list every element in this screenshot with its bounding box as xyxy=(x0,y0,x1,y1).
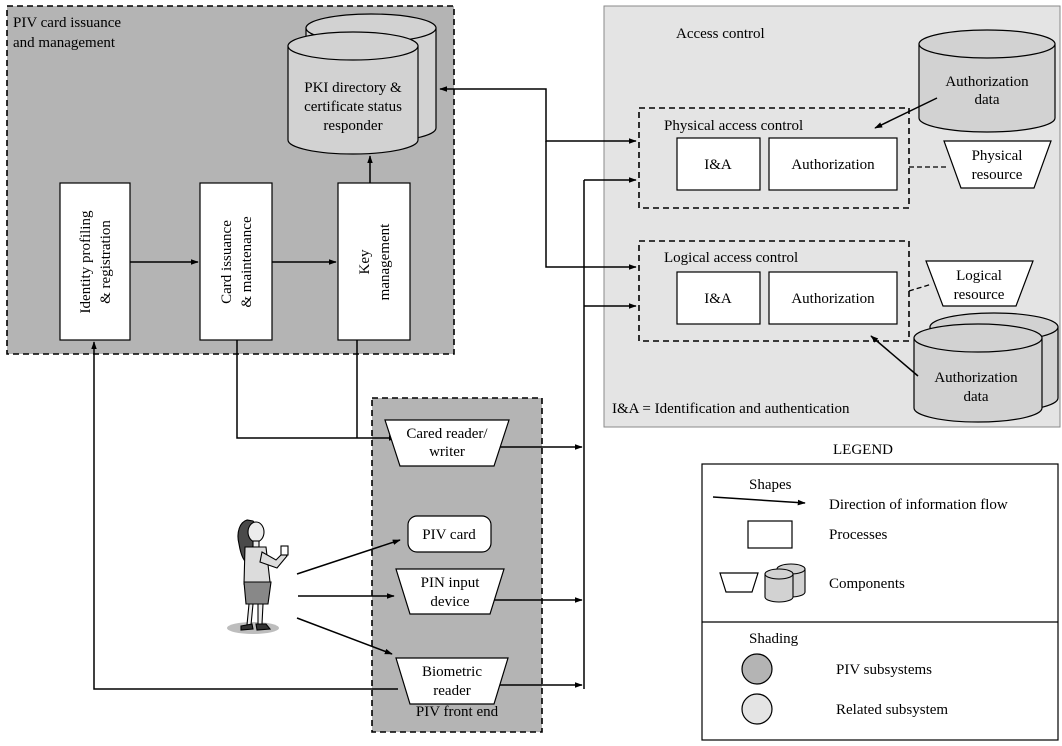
logical-ia-process xyxy=(676,271,761,325)
pki-label-2: certificate status xyxy=(304,99,402,115)
user-figure-icon xyxy=(227,519,289,634)
auth-data-to-physical xyxy=(874,97,938,129)
logical-authorization-label: Authorization xyxy=(791,291,875,307)
piv-front-end-title: PIV front end xyxy=(416,704,499,720)
reader-label-1: Cared reader/ xyxy=(406,426,488,442)
auth-data-top-label-1: Authorization xyxy=(945,74,1029,90)
bio-label-2: reader xyxy=(433,683,470,699)
legend-processes-label: Processes xyxy=(829,527,887,543)
biometric-reader-component: Biometric reader xyxy=(395,657,509,705)
identity-label-1: Identity profiling xyxy=(78,210,94,313)
user-to-piv-card xyxy=(296,539,401,575)
physical-resource-label-2: resource xyxy=(972,167,1023,183)
pki-label-1: PKI directory & xyxy=(304,80,402,96)
card-reader-writer-component: Cared reader/ writer xyxy=(384,419,510,467)
logical-access-control-title: Logical access control xyxy=(664,250,798,266)
biometric-to-identity xyxy=(91,341,398,690)
key-management-process: Key management xyxy=(337,182,411,341)
piv-card-label: PIV card xyxy=(422,527,476,543)
key-label-2: management xyxy=(377,223,393,300)
legend-related-subsystem-label: Related subsystem xyxy=(836,702,948,718)
physical-resource-label-1: Physical xyxy=(972,148,1023,164)
bio-label-1: Biometric xyxy=(422,664,482,680)
piv-card-issuance-title-2: and management xyxy=(13,35,116,51)
authorization-data-bottom-component: Authorization data xyxy=(913,312,1059,423)
pki-to-access-connector xyxy=(439,86,637,144)
user-to-biometric xyxy=(296,617,393,655)
legend-components-icon xyxy=(719,563,806,603)
logical-resource-component: Logical resource xyxy=(925,260,1034,307)
auth-data-to-logical xyxy=(870,335,919,377)
auth-data-bottom-label-2: data xyxy=(964,389,989,405)
card-issuance-label-1: Card issuance xyxy=(219,220,235,304)
physical-ia-label: I&A xyxy=(704,157,732,173)
legend-piv-subsystems-label: PIV subsystems xyxy=(836,662,932,678)
physical-authorization-label: Authorization xyxy=(791,157,875,173)
logical-ia-label: I&A xyxy=(704,291,732,307)
authorization-data-top-component: Authorization data xyxy=(918,29,1056,133)
pki-to-logical-connector xyxy=(545,141,637,270)
pki-label-3: responder xyxy=(323,118,382,134)
physical-authorization-process xyxy=(768,137,898,191)
legend-shading-heading: Shading xyxy=(749,631,799,647)
reader-label-2: writer xyxy=(429,444,465,460)
auth-data-bottom-label-1: Authorization xyxy=(934,370,1018,386)
piv-card-issuance-title: PIV card issuance xyxy=(13,15,121,31)
legend-title: LEGEND xyxy=(833,442,893,458)
access-control-title: Access control xyxy=(676,26,765,42)
card-issuance-process: Card issuance & maintenance xyxy=(199,182,273,341)
ia-footnote: I&A = Identification and authentication xyxy=(612,401,850,417)
logical-resource-link xyxy=(908,283,933,292)
physical-ia-process xyxy=(676,137,761,191)
legend-arrow-icon xyxy=(712,496,806,506)
pin-input-device-component: PIN input device xyxy=(395,568,505,615)
legend-related-shade-swatch xyxy=(741,693,773,725)
logical-resource-label-1: Logical xyxy=(956,268,1002,284)
physical-resource-component: Physical resource xyxy=(943,140,1052,189)
auth-data-top-label-2: data xyxy=(975,92,1000,108)
legend-process-icon xyxy=(747,520,793,549)
legend-box xyxy=(701,463,1059,741)
legend-shapes-heading: Shapes xyxy=(749,477,792,493)
legend-flow-label: Direction of information flow xyxy=(829,497,1008,513)
legend-piv-shade-swatch xyxy=(741,653,773,685)
logical-resource-label-2: resource xyxy=(954,287,1005,303)
card-issuance-to-reader xyxy=(236,340,397,441)
pki-directory-component: PKI directory & certificate status respo… xyxy=(287,13,437,155)
physical-access-control-group xyxy=(638,107,910,209)
legend-components-label: Components xyxy=(829,576,905,592)
key-label-1: Key xyxy=(357,249,373,274)
physical-access-control-title: Physical access control xyxy=(664,118,803,134)
identity-profiling-process: Identity profiling & registration xyxy=(59,182,131,341)
card-issuance-label-2: & maintenance xyxy=(239,216,255,308)
identity-label-2: & registration xyxy=(98,220,114,304)
pin-label-1: PIN input xyxy=(421,575,481,591)
piv-card-component: PIV card xyxy=(407,515,492,553)
logical-authorization-process xyxy=(768,271,898,325)
pin-label-2: device xyxy=(430,594,469,610)
